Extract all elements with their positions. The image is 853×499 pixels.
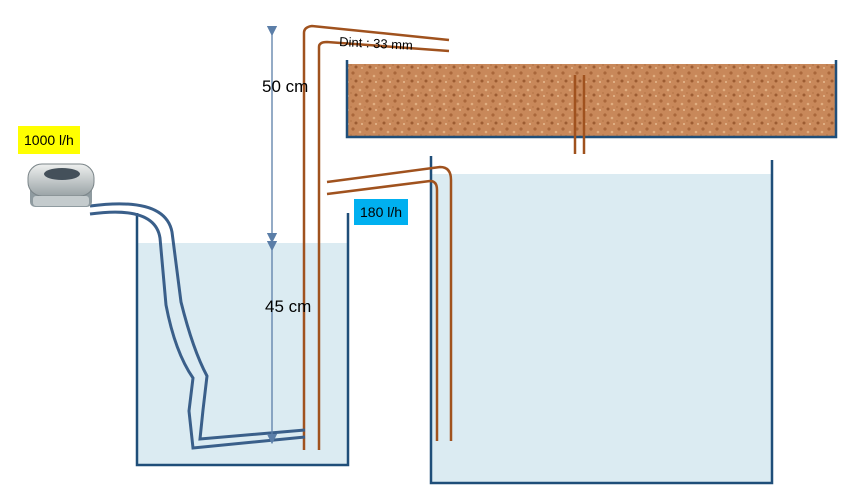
height-lower-label: 45 cm (265, 297, 311, 316)
media-bed-fill (347, 64, 836, 137)
air-hose (89, 202, 306, 450)
left-tank-walls (135, 213, 350, 467)
return-pipe (326, 165, 453, 441)
airlift-pipe (302, 24, 450, 450)
output-flow-badge: 180 l/h (354, 199, 409, 225)
right-tank-walls (429, 156, 774, 485)
media-bed-walls (345, 60, 838, 139)
left-tank-water (137, 243, 348, 465)
pipe-diameter-label: Dint : 33 mm (339, 34, 413, 53)
height-upper-label: 50 cm (262, 77, 308, 96)
right-tank-water (431, 174, 772, 483)
air-pump-icon (27, 163, 95, 207)
media-bed (345, 60, 838, 154)
right-tank (429, 156, 774, 485)
left-tank (135, 213, 350, 467)
pump-flow-badge: 1000 l/h (18, 126, 80, 154)
